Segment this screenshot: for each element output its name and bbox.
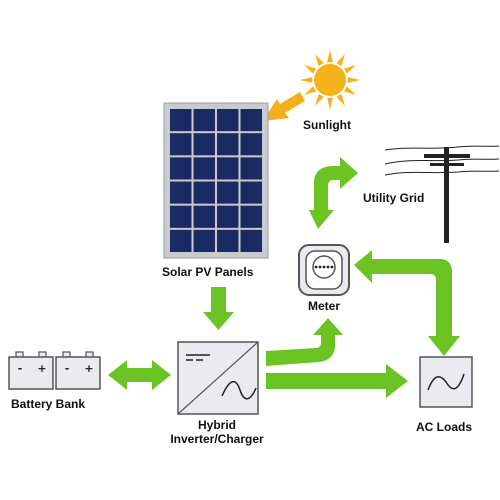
inverter-icon xyxy=(177,341,259,415)
panel-cell xyxy=(240,181,262,204)
panel-cell xyxy=(217,157,239,180)
panel-cell xyxy=(193,205,215,228)
panel-cell xyxy=(193,133,215,156)
meter-loads-arrow xyxy=(354,250,460,356)
label-sunlight: Sunlight xyxy=(303,118,351,132)
sun-ray xyxy=(315,93,324,106)
battery-terminal-neg-1: - xyxy=(18,362,23,375)
inverter-to-meter-arrow xyxy=(266,318,343,366)
panel-cell xyxy=(170,109,192,132)
panel-cell xyxy=(217,109,239,132)
panel-cell xyxy=(217,205,239,228)
sun-ray xyxy=(343,86,356,95)
panel-cell xyxy=(240,205,262,228)
panel-cell xyxy=(217,229,239,252)
panel-cell xyxy=(170,229,192,252)
label-meter: Meter xyxy=(307,299,341,313)
panel-cell xyxy=(240,157,262,180)
label-ac-loads: AC Loads xyxy=(416,420,473,434)
panel-cell xyxy=(193,157,215,180)
sun-ray xyxy=(304,86,317,95)
sun-ray xyxy=(315,54,324,67)
battery-terminal-neg-2: - xyxy=(65,362,70,375)
sun-ray xyxy=(336,93,345,106)
panel-cell xyxy=(170,205,192,228)
solar-panel-icon xyxy=(163,102,269,259)
meter-grid-arrow xyxy=(309,157,358,229)
label-battery-bank: Battery Bank xyxy=(11,397,86,411)
panel-cell xyxy=(240,109,262,132)
panel-cell xyxy=(193,181,215,204)
sun-core xyxy=(314,64,346,96)
battery-inverter-arrow xyxy=(108,360,171,390)
label-inverter-line2: Inverter/Charger xyxy=(170,432,264,446)
sun-icon xyxy=(300,50,360,110)
inverter-to-loads-arrow xyxy=(266,364,408,398)
label-utility-grid: Utility Grid xyxy=(363,191,425,205)
sunlight-arrow xyxy=(263,92,305,121)
panel-cell xyxy=(170,133,192,156)
panel-cell xyxy=(240,229,262,252)
battery-terminal-pos-2: + xyxy=(84,362,93,375)
sun-ray xyxy=(327,50,333,63)
panel-cell xyxy=(193,229,215,252)
panel-cell xyxy=(240,133,262,156)
sun-ray xyxy=(347,77,360,83)
sun-ray xyxy=(343,65,356,74)
panel-cell xyxy=(170,181,192,204)
label-inverter-line1: Hybrid xyxy=(197,418,237,432)
sun-ray xyxy=(304,65,317,74)
label-solar-pv-panels: Solar PV Panels xyxy=(162,265,254,279)
utility-pole-icon xyxy=(384,145,500,243)
panel-to-inverter-arrow xyxy=(203,287,234,330)
ac-loads-icon xyxy=(419,356,473,408)
panel-cell xyxy=(217,181,239,204)
sun-ray xyxy=(327,97,333,110)
panel-cell xyxy=(217,133,239,156)
sun-ray xyxy=(336,54,345,67)
meter-icon xyxy=(298,244,350,296)
sun-ray xyxy=(300,77,313,83)
panel-cell xyxy=(170,157,192,180)
battery-terminal-pos-1: + xyxy=(37,362,46,375)
battery-bank-icon: - + - + xyxy=(8,351,101,390)
panel-cell xyxy=(193,109,215,132)
